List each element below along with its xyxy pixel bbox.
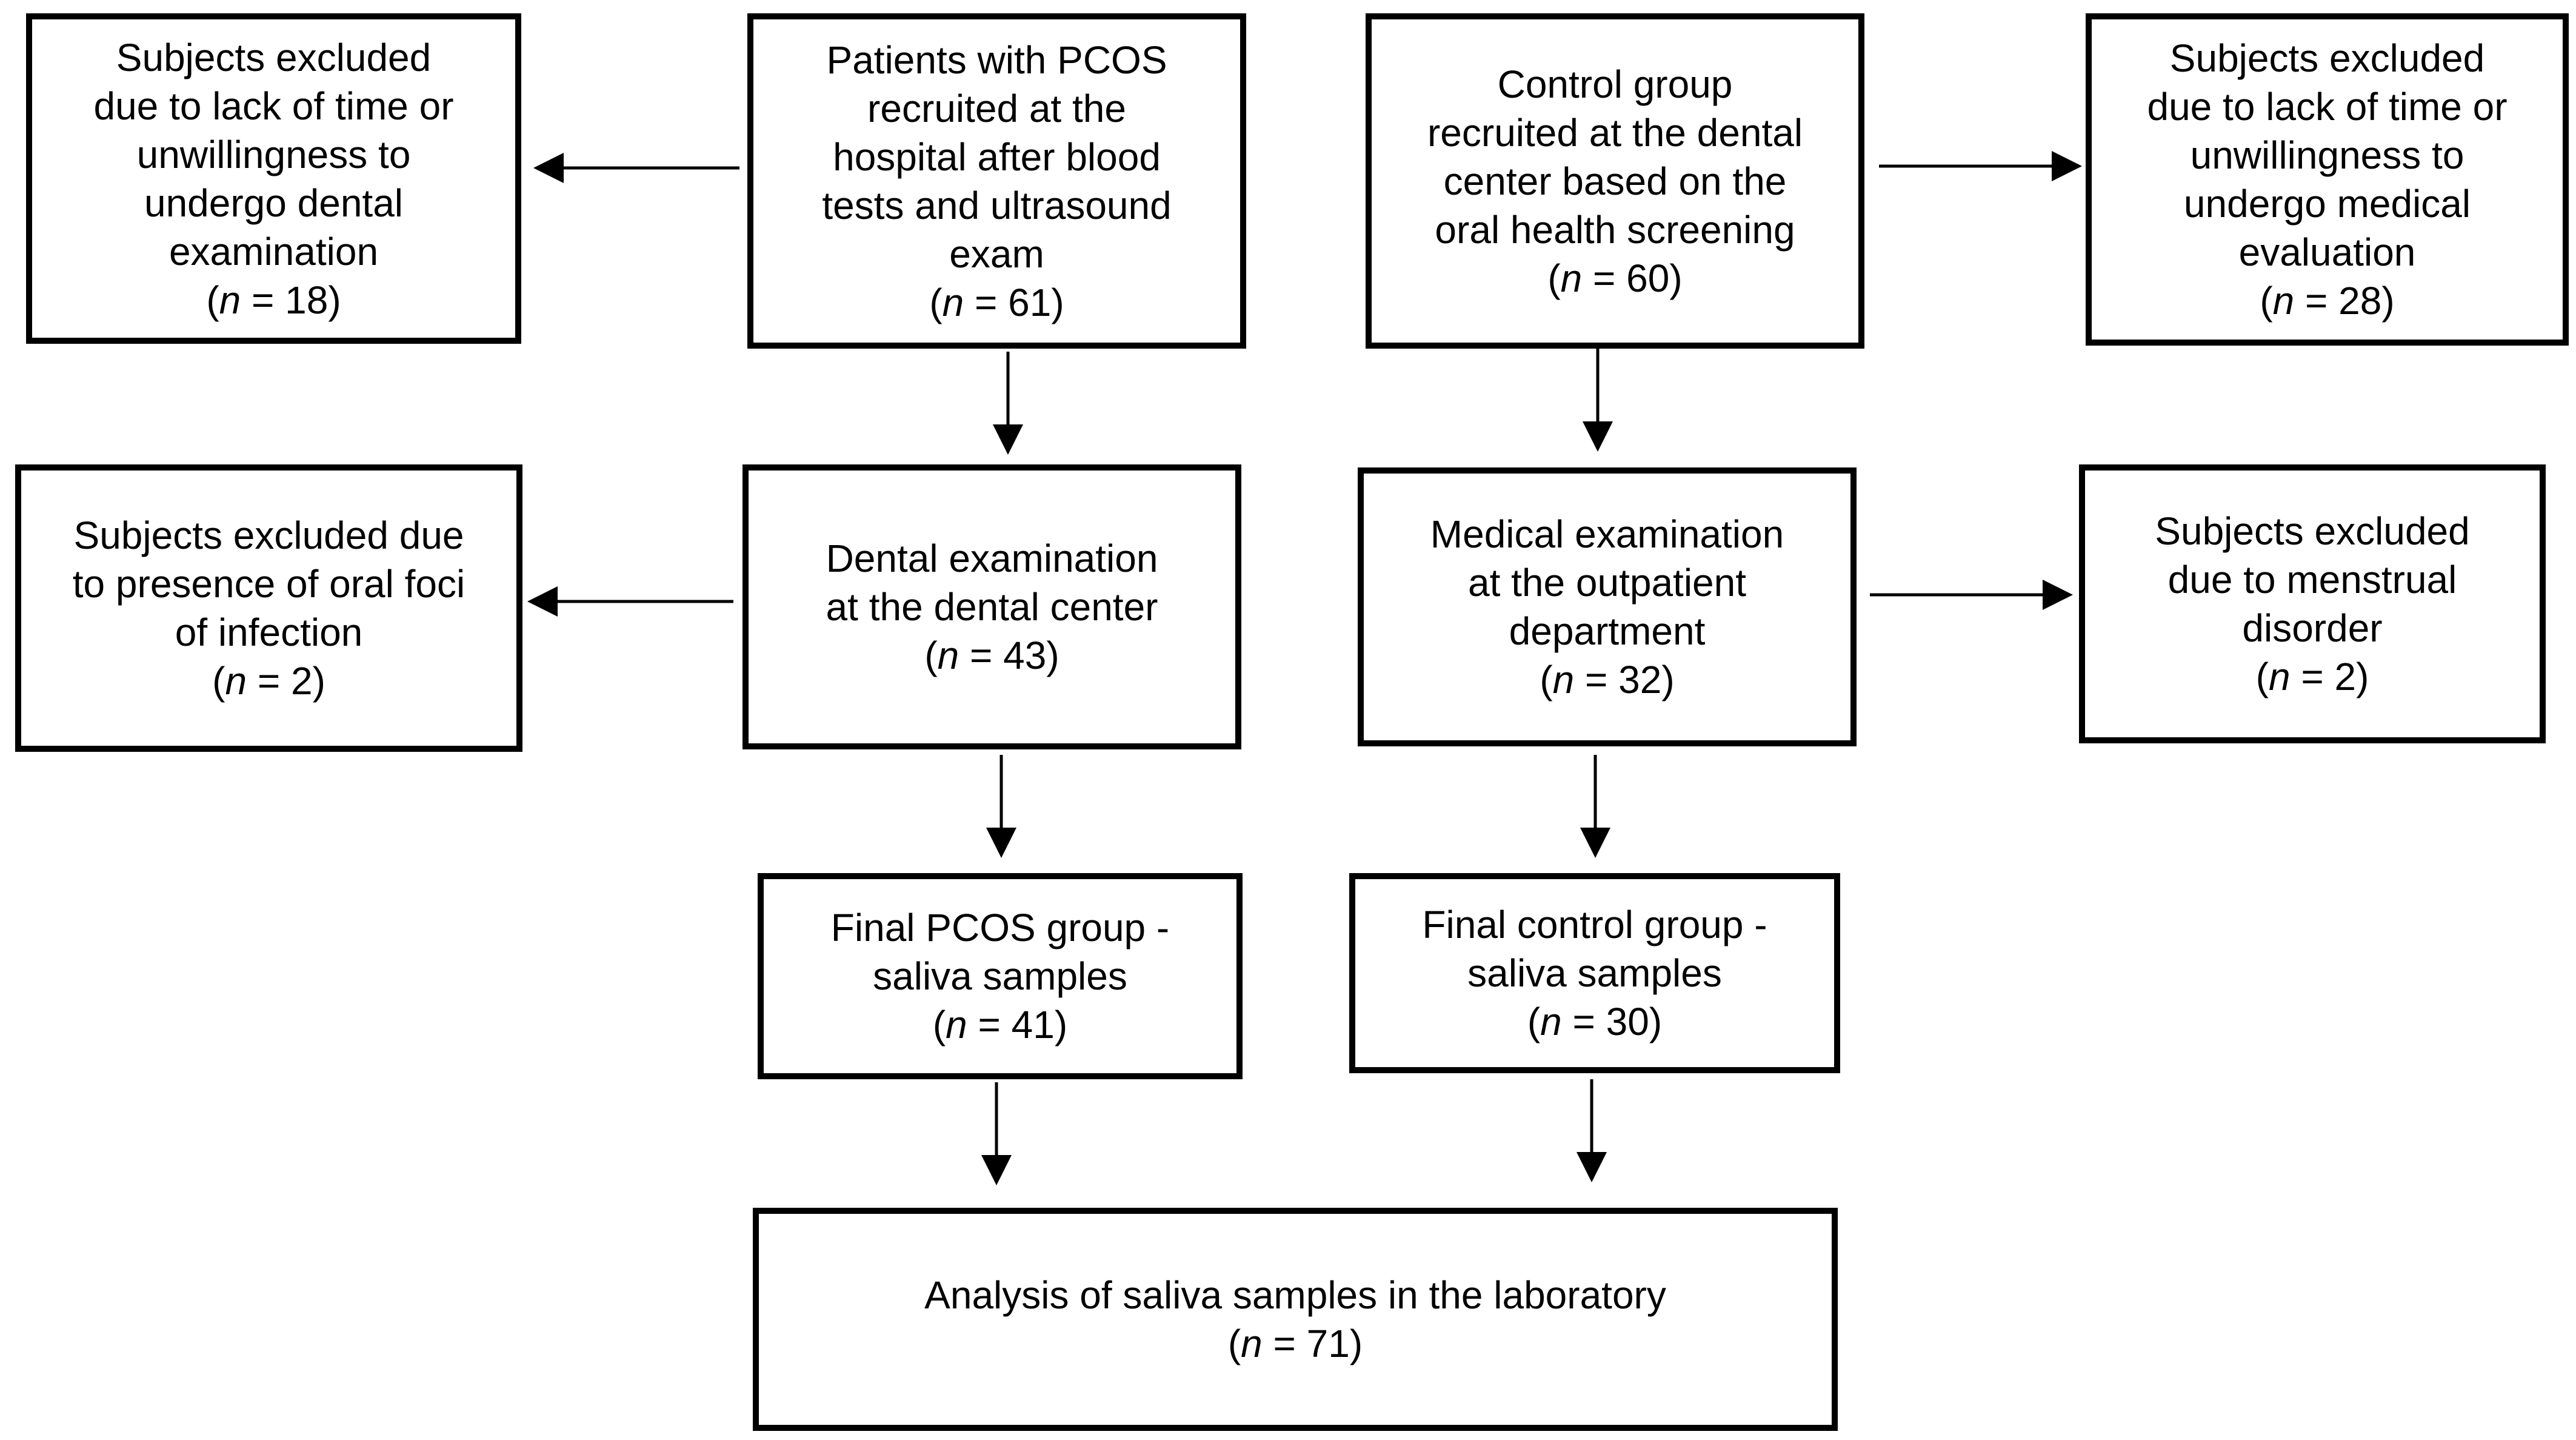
node-text-line: center based on the — [1443, 159, 1787, 203]
node-text-line: exam — [949, 232, 1044, 276]
node-text-line: Final PCOS group - — [830, 906, 1170, 949]
n-symbol: n — [1552, 658, 1575, 702]
node-text-line: at the outpatient — [1467, 561, 1747, 604]
n-symbol: n — [219, 278, 241, 322]
node-text-line: Subjects excluded — [2155, 509, 2470, 553]
node-text-line: Final control group - — [1422, 903, 1767, 946]
node-text-line: Subjects excluded — [116, 35, 432, 79]
node-text-line: to presence of oral foci — [72, 562, 465, 606]
node-medical-exam: Medical examination at the outpatient de… — [1358, 467, 1857, 746]
node-text-line: Medical examination — [1430, 512, 1784, 556]
node-text-line: undergo dental — [144, 181, 404, 225]
node-count: (n = 41) — [932, 1003, 1068, 1047]
n-value: = 61 — [975, 280, 1052, 324]
n-symbol: n — [1241, 1322, 1263, 1365]
n-symbol: n — [1560, 256, 1583, 300]
n-value: = 60 — [1593, 256, 1670, 300]
node-count: (n = 43) — [924, 634, 1059, 677]
n-value: = 41 — [978, 1003, 1055, 1047]
node-text-line: recruited at the dental — [1427, 110, 1803, 155]
node-text-line: recruited at the — [867, 86, 1126, 130]
node-text-line: Control group — [1497, 62, 1733, 106]
node-text-line: evaluation — [2238, 230, 2416, 274]
n-value: = 43 — [970, 634, 1047, 677]
node-dental-exam: Dental examination at the dental center … — [742, 464, 1241, 749]
node-text-line: unwillingness to — [136, 132, 411, 176]
n-value: = 18 — [252, 278, 329, 322]
node-count: (n = 32) — [1540, 658, 1675, 702]
node-text-line: hospital after blood — [833, 135, 1161, 179]
node-excluded-pcos-dental: Subjects excluded due to lack of time or… — [26, 13, 521, 344]
n-symbol: n — [942, 280, 964, 324]
node-text-line: Dental examination — [826, 537, 1158, 580]
node-text-line: Analysis of saliva samples in the labora… — [924, 1273, 1666, 1317]
node-final-control: Final control group - saliva samples (n … — [1349, 873, 1840, 1073]
n-symbol: n — [225, 659, 247, 703]
n-value: = 32 — [1585, 658, 1662, 702]
node-excluded-oral-foci: Subjects excluded due to presence of ora… — [15, 464, 522, 752]
node-count: (n = 71) — [1227, 1322, 1363, 1365]
node-pcos-recruited: Patients with PCOS recruited at the hosp… — [747, 13, 1246, 349]
n-symbol: n — [2268, 655, 2291, 698]
node-text-line: Subjects excluded — [2169, 36, 2485, 80]
node-analysis: Analysis of saliva samples in the labora… — [753, 1208, 1838, 1431]
n-value: = 28 — [2305, 279, 2382, 323]
node-excluded-control-medical: Subjects excluded due to lack of time or… — [2086, 13, 2569, 346]
n-value: = 30 — [1572, 1000, 1649, 1043]
node-count: (n = 61) — [929, 280, 1064, 324]
node-count: (n = 30) — [1527, 1000, 1663, 1043]
node-final-pcos: Final PCOS group - saliva samples (n = 4… — [758, 873, 1243, 1079]
node-count: (n = 2) — [2255, 655, 2369, 698]
n-symbol: n — [937, 634, 959, 677]
n-symbol: n — [1540, 1000, 1562, 1043]
node-text-line: department — [1509, 609, 1706, 653]
node-count: (n = 28) — [2260, 279, 2395, 323]
n-symbol: n — [2272, 279, 2295, 323]
n-symbol: n — [946, 1003, 967, 1047]
node-control-recruited: Control group recruited at the dental ce… — [1366, 13, 1864, 349]
node-text-line: oral health screening — [1435, 207, 1795, 252]
node-text-line: undergo medical — [2183, 182, 2471, 226]
node-text-line: saliva samples — [1467, 951, 1722, 995]
node-text-line: saliva samples — [873, 954, 1127, 998]
n-value: = 71 — [1273, 1322, 1350, 1365]
node-text-line: examination — [169, 229, 379, 273]
node-text-line: at the dental center — [826, 585, 1158, 629]
node-text-line: tests and ultrasound — [822, 183, 1172, 227]
node-text-line: due to menstrual — [2167, 558, 2457, 601]
node-excluded-menstrual: Subjects excluded due to menstrual disor… — [2079, 464, 2546, 743]
node-text-line: Subjects excluded due — [73, 514, 464, 557]
node-text-line: unwillingness to — [2190, 133, 2464, 177]
node-text-line: Patients with PCOS — [826, 38, 1167, 82]
n-value: = 2 — [257, 659, 313, 703]
node-count: (n = 60) — [1547, 256, 1683, 300]
node-count: (n = 2) — [212, 659, 325, 703]
node-text-line: due to lack of time or — [2147, 85, 2508, 129]
node-text-line: due to lack of time or — [93, 84, 454, 128]
node-text-line: of infection — [175, 611, 363, 654]
node-count: (n = 18) — [206, 278, 341, 322]
n-value: = 2 — [2301, 655, 2357, 698]
node-text-line: disorder — [2242, 606, 2383, 650]
